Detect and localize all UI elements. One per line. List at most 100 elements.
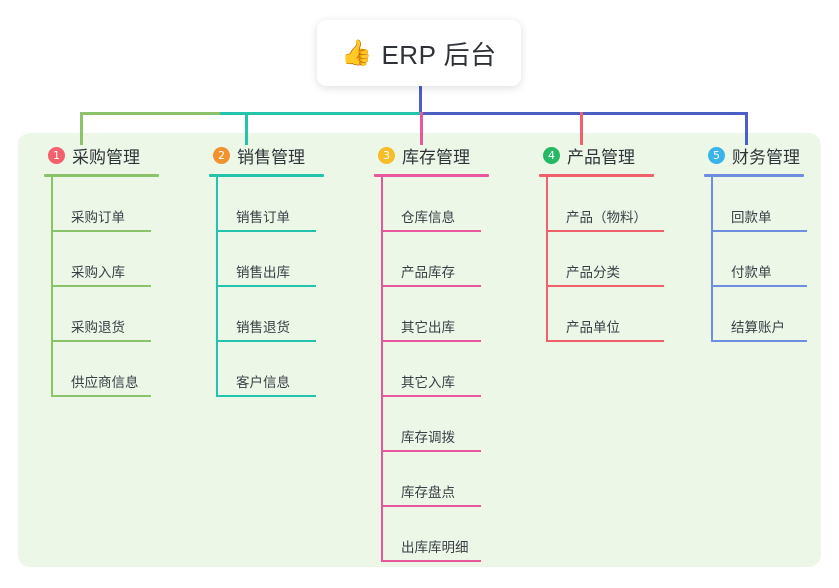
column-trunk-3 bbox=[381, 177, 383, 562]
column-badge-3: 3 bbox=[378, 146, 395, 164]
column-4: 4 产品管理产品（物料） 产品分类产品单位 bbox=[525, 143, 675, 342]
leaf-item-label: 采购订单 bbox=[71, 210, 125, 225]
leaf-item[interactable]: 产品（物料） bbox=[546, 177, 675, 232]
connector-drop-5 bbox=[745, 112, 748, 145]
column-5: 5 财务管理回款单付款单结算账户 bbox=[690, 143, 825, 342]
leaf-item-label: 采购退货 bbox=[71, 320, 125, 335]
leaf-item[interactable]: 其它入库 bbox=[381, 342, 510, 397]
root-stem-line bbox=[419, 86, 422, 115]
leaf-item-label: 其它入库 bbox=[401, 375, 455, 390]
column-underline-2 bbox=[209, 174, 324, 177]
leaf-item[interactable]: 销售订单 bbox=[216, 177, 345, 232]
leaf-item-label: 结算账户 bbox=[731, 320, 785, 335]
leaf-item[interactable]: 采购订单 bbox=[51, 177, 180, 232]
column-badge-4: 4 bbox=[543, 146, 560, 164]
root-node-title: ERP 后台 bbox=[381, 39, 497, 70]
leaf-item-rule bbox=[711, 285, 807, 287]
leaf-item[interactable]: 出库库明细 bbox=[381, 507, 510, 562]
leaf-item[interactable]: 客户信息 bbox=[216, 342, 345, 397]
leaf-item-rule bbox=[381, 560, 481, 562]
leaf-item-rule bbox=[546, 340, 664, 342]
leaf-item[interactable]: 销售出库 bbox=[216, 232, 345, 287]
leaf-item-label: 销售出库 bbox=[236, 265, 290, 280]
root-node-card[interactable]: 👍 ERP 后台 bbox=[317, 20, 521, 86]
leaf-item-rule bbox=[381, 450, 481, 452]
column-underline-3 bbox=[374, 174, 489, 177]
leaf-item[interactable]: 其它出库 bbox=[381, 287, 510, 342]
leaf-item-rule bbox=[51, 340, 151, 342]
leaf-item[interactable]: 供应商信息 bbox=[51, 342, 180, 397]
column-underline-4 bbox=[539, 174, 654, 177]
leaf-item-rule bbox=[381, 395, 481, 397]
column-header-3[interactable]: 3 库存管理 bbox=[360, 143, 510, 167]
leaf-item[interactable]: 采购入库 bbox=[51, 232, 180, 287]
leaf-item[interactable]: 库存盘点 bbox=[381, 452, 510, 507]
column-items-2: 销售订单销售出库销售退货客户信息 bbox=[216, 177, 345, 397]
column-badge-5: 5 bbox=[708, 146, 725, 164]
leaf-item-label: 销售退货 bbox=[236, 320, 290, 335]
leaf-item[interactable]: 结算账户 bbox=[711, 287, 825, 342]
thumbs-up-icon: 👍 bbox=[341, 38, 373, 67]
connector-drop-3 bbox=[420, 112, 423, 145]
leaf-item[interactable]: 采购退货 bbox=[51, 287, 180, 342]
column-header-5[interactable]: 5 财务管理 bbox=[690, 143, 825, 167]
leaf-item-label: 产品库存 bbox=[401, 265, 455, 280]
column-trunk-2 bbox=[216, 177, 218, 397]
column-3: 3 库存管理仓库信息产品库存其它出库其它入库库存调拨库存盘点出库库明细 bbox=[360, 143, 510, 562]
column-header-2[interactable]: 2 销售管理 bbox=[195, 143, 345, 167]
leaf-item-label: 采购入库 bbox=[71, 265, 125, 280]
leaf-item-label: 供应商信息 bbox=[71, 375, 139, 390]
leaf-item-rule bbox=[711, 340, 807, 342]
column-title-4: 产品管理 bbox=[567, 147, 635, 167]
column-trunk-5 bbox=[711, 177, 713, 342]
leaf-item[interactable]: 付款单 bbox=[711, 232, 825, 287]
column-badge-2: 2 bbox=[213, 146, 230, 164]
leaf-item[interactable]: 仓库信息 bbox=[381, 177, 510, 232]
leaf-item-rule bbox=[381, 340, 481, 342]
leaf-item-label: 库存调拨 bbox=[401, 430, 455, 445]
leaf-item-label: 产品单位 bbox=[566, 320, 620, 335]
leaf-item[interactable]: 回款单 bbox=[711, 177, 825, 232]
leaf-item[interactable]: 库存调拨 bbox=[381, 397, 510, 452]
leaf-item-rule bbox=[216, 230, 316, 232]
column-items-3: 仓库信息产品库存其它出库其它入库库存调拨库存盘点出库库明细 bbox=[381, 177, 510, 562]
leaf-item-rule bbox=[216, 395, 316, 397]
leaf-item[interactable]: 产品单位 bbox=[546, 287, 675, 342]
leaf-item-rule bbox=[216, 285, 316, 287]
column-title-3: 库存管理 bbox=[402, 147, 470, 167]
connector-bar-segment-1 bbox=[80, 112, 220, 115]
leaf-item-label: 出库库明细 bbox=[401, 540, 469, 555]
connector-drop-4 bbox=[580, 112, 583, 145]
leaf-item-label: 仓库信息 bbox=[401, 210, 455, 225]
column-2: 2 销售管理销售订单销售出库销售退货客户信息 bbox=[195, 143, 345, 397]
column-items-5: 回款单付款单结算账户 bbox=[711, 177, 825, 342]
leaf-item-label: 库存盘点 bbox=[401, 485, 455, 500]
leaf-item-rule bbox=[51, 395, 151, 397]
connector-drop-1 bbox=[80, 112, 83, 145]
column-items-4: 产品（物料） 产品分类产品单位 bbox=[546, 177, 675, 342]
leaf-item-label: 付款单 bbox=[731, 265, 772, 280]
column-underline-1 bbox=[44, 174, 159, 177]
leaf-item[interactable]: 销售退货 bbox=[216, 287, 345, 342]
leaf-item-rule bbox=[711, 230, 807, 232]
leaf-item-rule bbox=[381, 230, 481, 232]
leaf-item-rule bbox=[216, 340, 316, 342]
leaf-item[interactable]: 产品分类 bbox=[546, 232, 675, 287]
column-title-2: 销售管理 bbox=[237, 147, 305, 167]
column-badge-1: 1 bbox=[48, 146, 65, 164]
leaf-item-rule bbox=[51, 230, 151, 232]
leaf-item-label: 销售订单 bbox=[236, 210, 290, 225]
leaf-item-label: 其它出库 bbox=[401, 320, 455, 335]
leaf-item-label: 产品（物料） bbox=[566, 210, 647, 225]
leaf-item-label: 客户信息 bbox=[236, 375, 290, 390]
column-title-5: 财务管理 bbox=[732, 147, 800, 167]
column-header-4[interactable]: 4 产品管理 bbox=[525, 143, 675, 167]
leaf-item[interactable]: 产品库存 bbox=[381, 232, 510, 287]
leaf-item-rule bbox=[381, 505, 481, 507]
column-trunk-4 bbox=[546, 177, 548, 342]
connector-drop-2 bbox=[245, 112, 248, 145]
column-items-1: 采购订单采购入库采购退货供应商信息 bbox=[51, 177, 180, 397]
